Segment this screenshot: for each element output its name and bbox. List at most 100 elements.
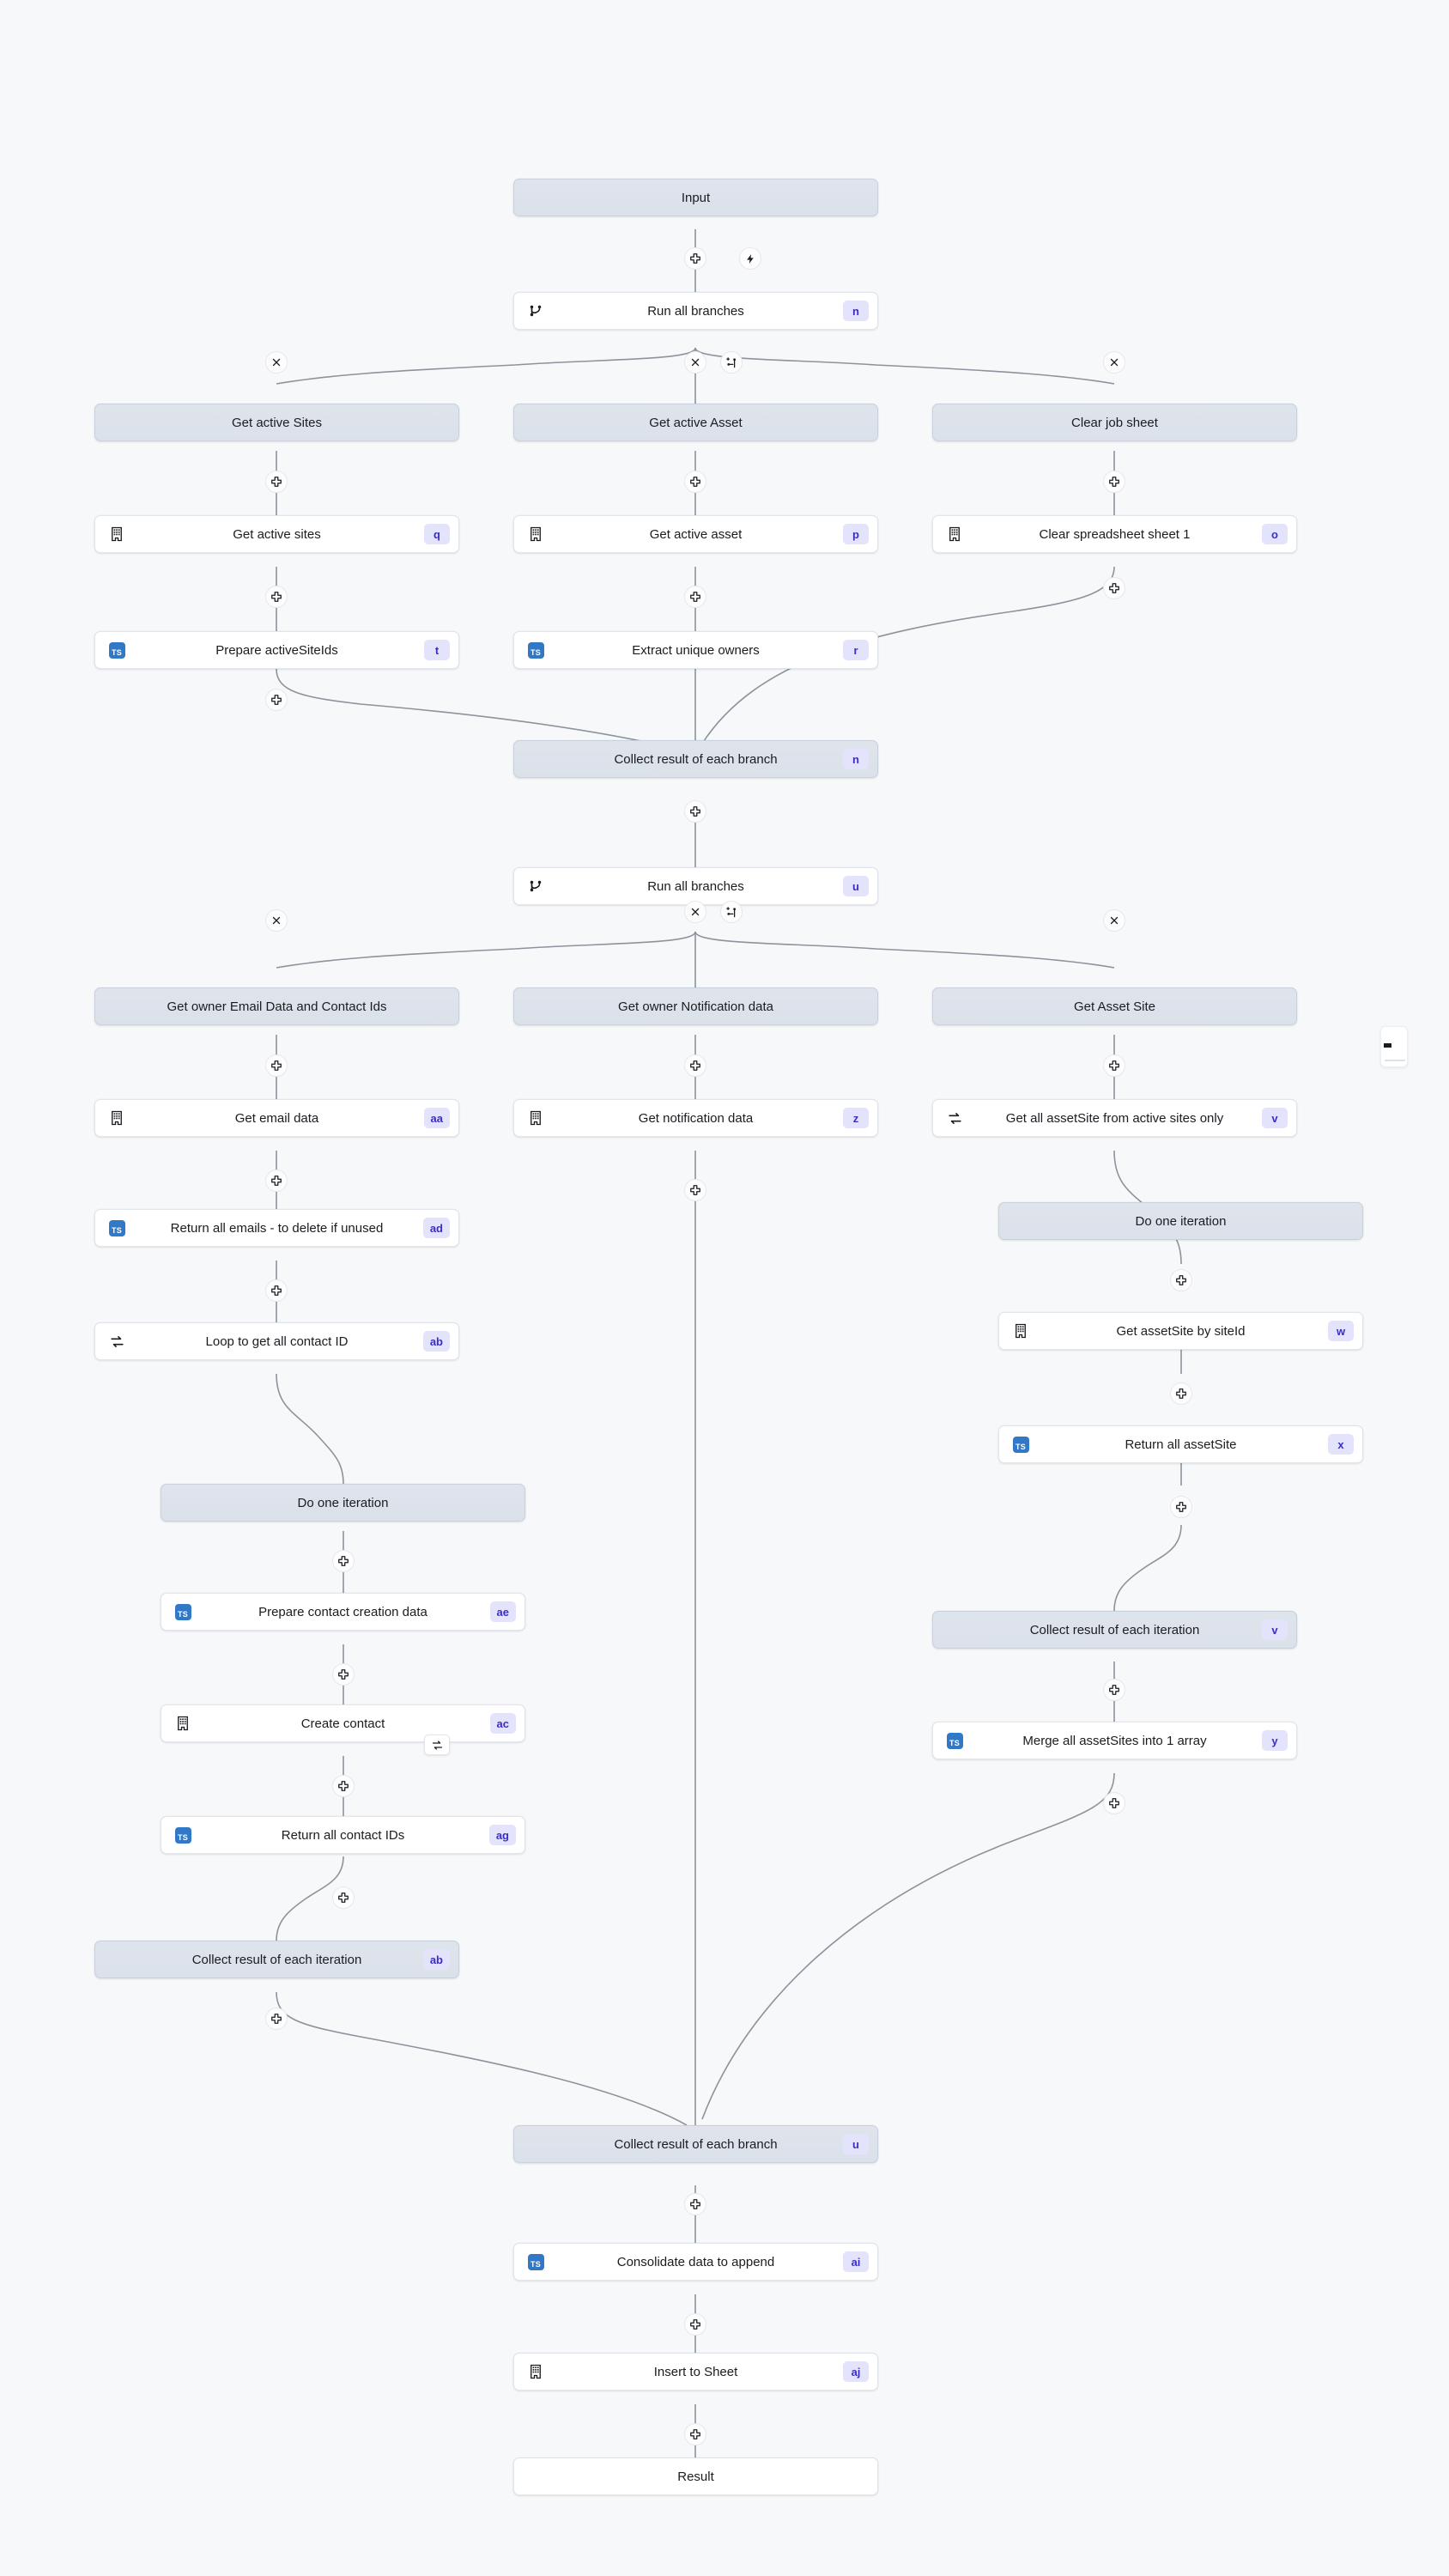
node-get-notification-data-badge[interactable]: z <box>843 1108 869 1128</box>
add-step-button[interactable] <box>1103 471 1125 493</box>
add-step-button[interactable] <box>684 471 706 493</box>
node-insert-to-sheet[interactable]: Insert to Sheet aj <box>513 2353 878 2391</box>
remove-branch-left-button[interactable] <box>265 909 288 932</box>
node-group-get-active-asset[interactable]: Get active Asset <box>513 404 878 441</box>
add-step-button[interactable] <box>1103 1679 1125 1701</box>
remove-branch-center-button[interactable] <box>684 351 706 374</box>
node-create-contact[interactable]: Create contact ac <box>161 1704 525 1742</box>
node-clear-spreadsheet-sheet-1[interactable]: Clear spreadsheet sheet 1 o <box>932 515 1297 553</box>
node-collect-iteration-right[interactable]: Collect result of each iteration v <box>932 1611 1297 1649</box>
node-prepare-contact-creation[interactable]: TS Prepare contact creation data ae <box>161 1593 525 1631</box>
node-return-all-assetsite-badge[interactable]: x <box>1328 1434 1354 1455</box>
node-consolidate-data-badge[interactable]: ai <box>843 2251 869 2272</box>
node-group-get-asset-site[interactable]: Get Asset Site <box>932 987 1297 1025</box>
node-group-clear-job-sheet[interactable]: Clear job sheet <box>932 404 1297 441</box>
node-collect-iteration-right-badge[interactable]: v <box>1262 1619 1288 1640</box>
add-step-button[interactable] <box>1103 577 1125 599</box>
add-step-button[interactable] <box>265 1170 288 1192</box>
add-step-button[interactable] <box>332 1663 355 1686</box>
remove-branch-left-button[interactable] <box>265 351 288 374</box>
node-get-all-assetsite[interactable]: Get all assetSite from active sites only… <box>932 1099 1297 1137</box>
node-collect-branch-1[interactable]: Collect result of each branch n <box>513 740 878 778</box>
remove-branch-right-button[interactable] <box>1103 909 1125 932</box>
node-get-notification-data[interactable]: Get notification data z <box>513 1099 878 1137</box>
add-step-button[interactable] <box>684 247 706 270</box>
node-consolidate-data[interactable]: TS Consolidate data to append ai <box>513 2243 878 2281</box>
add-step-button[interactable] <box>265 2008 288 2030</box>
add-step-button[interactable] <box>684 1054 706 1077</box>
add-step-button[interactable] <box>684 800 706 823</box>
node-create-contact-badge[interactable]: ac <box>489 1713 516 1734</box>
edge-side-panel[interactable] <box>1380 1026 1408 1067</box>
node-return-all-assetsite[interactable]: TS Return all assetSite x <box>998 1425 1363 1463</box>
add-step-button[interactable] <box>684 2423 706 2445</box>
node-collect-iteration-left-badge[interactable]: ab <box>422 1949 450 1970</box>
node-group-do-one-iteration-right[interactable]: Do one iteration <box>998 1202 1363 1240</box>
node-get-email-data-badge[interactable]: aa <box>423 1108 450 1128</box>
node-input[interactable]: Input <box>513 179 878 216</box>
node-collect-branch-2-badge[interactable]: u <box>843 2134 869 2154</box>
node-group-owner-notification[interactable]: Get owner Notification data <box>513 987 878 1025</box>
node-get-active-sites[interactable]: Get active sites q <box>94 515 459 553</box>
add-branch-button-2[interactable] <box>720 901 743 923</box>
node-get-active-asset-badge[interactable]: p <box>843 524 869 544</box>
node-group-do-one-iteration-left[interactable]: Do one iteration <box>161 1484 525 1522</box>
remove-branch-right-button[interactable] <box>1103 351 1125 374</box>
add-step-button[interactable] <box>684 1179 706 1201</box>
add-step-button[interactable] <box>1170 1496 1192 1518</box>
add-step-button[interactable] <box>265 1279 288 1302</box>
node-merge-all-assetsites-badge[interactable]: y <box>1262 1730 1288 1751</box>
node-loop-contact-id[interactable]: Loop to get all contact ID ab <box>94 1322 459 1360</box>
node-return-all-emails[interactable]: TS Return all emails - to delete if unus… <box>94 1209 459 1247</box>
node-prepare-active-site-ids-badge[interactable]: t <box>424 640 450 660</box>
node-return-all-contact-ids-badge[interactable]: ag <box>488 1825 516 1845</box>
add-step-button[interactable] <box>1170 1269 1192 1291</box>
trigger-button[interactable] <box>739 247 761 270</box>
add-step-button[interactable] <box>1103 1054 1125 1077</box>
node-run-all-branches-2[interactable]: Run all branches u <box>513 867 878 905</box>
node-result[interactable]: Result <box>513 2458 878 2495</box>
remove-branch-center-button[interactable] <box>684 901 706 923</box>
node-extract-unique-owners[interactable]: TS Extract unique owners r <box>513 631 878 669</box>
node-group-owner-email[interactable]: Get owner Email Data and Contact Ids <box>94 987 459 1025</box>
add-branch-button-1[interactable] <box>720 351 743 374</box>
add-step-button[interactable] <box>332 1550 355 1572</box>
add-step-button[interactable] <box>265 586 288 608</box>
add-step-button[interactable] <box>684 2193 706 2215</box>
plus-icon <box>690 592 700 602</box>
node-prepare-contact-creation-badge[interactable]: ae <box>489 1601 516 1622</box>
node-get-assetsite-by-siteid-badge[interactable]: w <box>1328 1321 1354 1341</box>
add-step-button[interactable] <box>684 586 706 608</box>
node-return-all-contact-ids[interactable]: TS Return all contact IDs ag <box>161 1816 525 1854</box>
node-get-assetsite-by-siteid[interactable]: Get assetSite by siteId w <box>998 1312 1363 1350</box>
create-contact-loop-badge[interactable] <box>424 1735 450 1755</box>
node-collect-iteration-left[interactable]: Collect result of each iteration ab <box>94 1941 459 1978</box>
add-step-button[interactable] <box>1170 1382 1192 1405</box>
add-step-button[interactable] <box>1103 1792 1125 1814</box>
node-run-all-branches-2-badge[interactable]: u <box>843 876 869 896</box>
node-insert-to-sheet-badge[interactable]: aj <box>843 2361 869 2382</box>
node-get-all-assetsite-badge[interactable]: v <box>1262 1108 1288 1128</box>
add-step-button[interactable] <box>265 1054 288 1077</box>
node-prepare-active-site-ids[interactable]: TS Prepare activeSiteIds t <box>94 631 459 669</box>
add-step-button[interactable] <box>265 689 288 711</box>
node-run-all-branches-1[interactable]: Run all branches n <box>513 292 878 330</box>
add-step-button[interactable] <box>265 471 288 493</box>
node-get-email-data[interactable]: Get email data aa <box>94 1099 459 1137</box>
node-clear-spreadsheet-sheet-1-badge[interactable]: o <box>1262 524 1288 544</box>
node-run-all-branches-1-badge[interactable]: n <box>843 301 869 321</box>
node-collect-branch-2[interactable]: Collect result of each branch u <box>513 2125 878 2163</box>
node-collect-branch-1-badge[interactable]: n <box>843 749 869 769</box>
node-get-active-asset[interactable]: Get active asset p <box>513 515 878 553</box>
node-return-all-emails-badge[interactable]: ad <box>422 1218 450 1238</box>
plus-icon <box>1176 1502 1186 1512</box>
add-step-button[interactable] <box>684 2313 706 2336</box>
add-step-button[interactable] <box>332 1886 355 1909</box>
node-extract-unique-owners-badge[interactable]: r <box>843 640 869 660</box>
node-merge-all-assetsites[interactable]: TS Merge all assetSites into 1 array y <box>932 1722 1297 1759</box>
node-loop-contact-id-badge[interactable]: ab <box>422 1331 450 1352</box>
add-step-button[interactable] <box>332 1775 355 1797</box>
node-get-active-sites-badge[interactable]: q <box>424 524 450 544</box>
node-group-get-active-sites[interactable]: Get active Sites <box>94 404 459 441</box>
